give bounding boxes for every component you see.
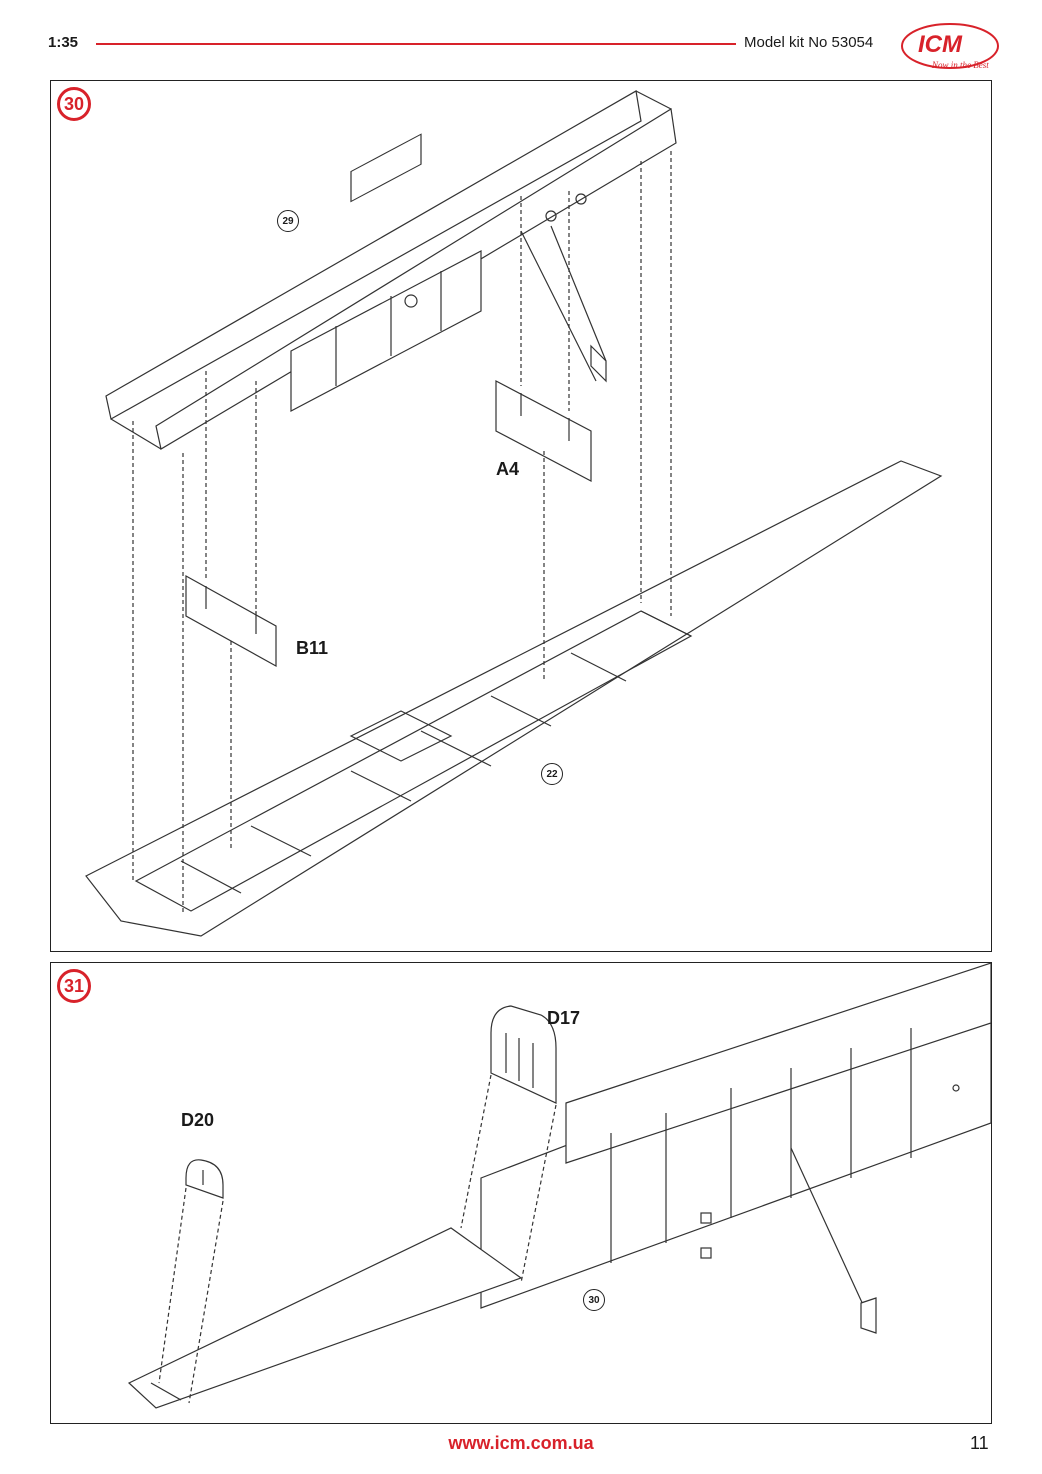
sub-ref-29: 29 xyxy=(277,210,299,232)
step-30-drawing xyxy=(85,90,943,937)
part-label-d20: D20 xyxy=(181,1110,215,1130)
step-31-panel: 31 D17 D20 30 xyxy=(50,962,992,1424)
scale-label: 1:35 xyxy=(48,34,79,51)
step-number-badge: 31 xyxy=(57,969,91,1003)
svg-text:Now in the Best: Now in the Best xyxy=(931,60,989,70)
part-label-b11: B11 xyxy=(296,638,329,658)
part-label-d17: D17 xyxy=(547,1008,581,1028)
step-number-badge: 30 xyxy=(57,87,91,121)
svg-text:ICM: ICM xyxy=(918,31,963,58)
step-31-drawing xyxy=(127,963,991,1409)
part-label-a4: A4 xyxy=(496,459,520,479)
header-rule xyxy=(96,43,736,45)
sub-ref-22: 22 xyxy=(541,763,563,785)
page-number: 11 xyxy=(970,1433,989,1453)
website-url[interactable]: www.icm.com.ua xyxy=(448,1433,594,1453)
sub-ref-30: 30 xyxy=(583,1289,605,1311)
step-30-panel: 30 xyxy=(50,80,992,952)
icm-logo: ICM Now in the Best xyxy=(901,23,999,70)
kit-number: Model kit No 53054 xyxy=(744,34,874,51)
